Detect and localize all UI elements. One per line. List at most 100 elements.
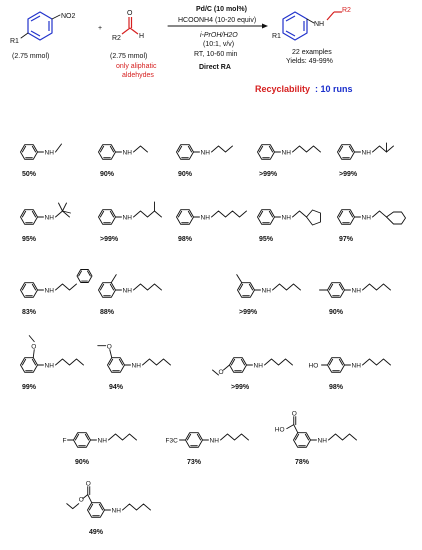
yield-label: >99% [339,171,358,178]
yield-label: 99% [22,384,37,391]
compound-8: NH 98% [176,209,247,243]
nh-label: NH [210,437,220,444]
nh-label: NH [282,149,292,156]
fluoro-label: F [63,438,67,445]
yields-range: Yields: 49-99% [286,58,333,65]
compound-10: NH 97% [337,209,406,243]
nh-label: NH [45,149,55,156]
compound-14: NH 90% [319,282,391,316]
aldehyde-oxygen: O [127,10,133,17]
yield-label: >99% [259,171,278,178]
yield-label: 78% [295,459,310,466]
compound-16: NH O 94% [97,344,171,391]
product-r2: R2 [342,7,351,14]
nh-label: NH [112,507,122,514]
reaction-arrowhead [262,23,268,29]
cf3-label: F3C [166,438,179,445]
compound-13: NH>99% [236,274,301,316]
compound-6: NH 95% [20,202,71,243]
yield-label: 49% [89,529,104,536]
recyclability-runs: : 10 runs [315,84,353,94]
acid-hydroxy: HO [275,427,285,434]
nh-label: NH [352,287,362,294]
yield-label: 90% [178,171,193,178]
compound-1: NH 50% [20,143,62,178]
compound-15: NH O 99% [20,335,84,391]
nh-label: NH [201,214,211,221]
nh-label: NH [123,214,133,221]
yield-label: 73% [187,459,202,466]
r1-label: R1 [10,38,19,45]
method-text: Direct RA [199,64,231,71]
yield-label: 90% [329,309,344,316]
nh-label: NH [123,149,133,156]
ratio-text: (10:1, v/v) [203,41,234,48]
nh-label: NH [262,287,272,294]
aldehyde-structure: O H R2 [112,10,144,42]
recyclability-label: Recyclability [255,84,310,94]
nitroarene-structure: NO2 R1 [10,11,76,45]
nh-label: NH [98,437,108,444]
compound-4: NH >99% [257,144,321,178]
yield-label: >99% [100,236,119,243]
nh-label: NH [282,214,292,221]
compound-5: NH >99% [337,142,394,178]
aldehyde-hydrogen: H [139,33,144,40]
product-structure: NH R2 R1 [272,7,351,41]
solvent-text: i-PrOH/H2O [200,32,238,39]
yield-label: 83% [22,309,37,316]
nh-label: NH [362,149,372,156]
nh-label: NH [254,362,264,369]
compound-12: NH 88% [98,274,162,316]
yield-label: 90% [75,459,90,466]
nh-label: NH [123,287,133,294]
reductant-text: HCOONH4 (10-20 equiv) [178,17,256,24]
aldehyde-note-line1: only aliphatic [116,63,157,70]
nh-label: NH [45,214,55,221]
nitro-label: NO2 [61,13,76,20]
yield-label: 95% [22,236,37,243]
ester-carbonyl-o: O [86,481,91,488]
compound-11: NH 83% [20,269,93,316]
compound-22: NH O O 49% [66,481,151,536]
acid-carbonyl-o: O [292,411,297,418]
compound-20: NH F3C 73% [166,432,249,466]
yield-label: 98% [178,236,193,243]
plus-sign: + [98,25,102,32]
nh-label: NH [132,362,142,369]
yield-label: 97% [339,236,354,243]
yield-label: 98% [329,384,344,391]
yield-label: 95% [259,236,274,243]
compound-21: NH O HO 78% [275,411,357,466]
yield-label: >99% [231,384,250,391]
aldehyde-amount: (2.75 mmol) [110,53,147,60]
nitroarene-amount: (2.75 mmol) [12,53,49,60]
compound-7: NH >99% [98,201,162,243]
nh-label: NH [318,437,328,444]
methoxy-o: O [31,344,36,351]
compound-grid: NH50%NH90%NH90%NH>99%NH>99%NH95%NH>99%NH… [20,142,406,536]
product-nh: NH [314,21,324,28]
nh-label: NH [352,362,362,369]
compound-19: NH F 90% [63,432,137,466]
ester-ether-o: O [79,497,84,504]
compound-17: NH O >99% [212,357,293,391]
yield-label: 88% [100,309,115,316]
aldehyde-note-line2: aldehydes [122,72,154,79]
r2-label: R2 [112,35,121,42]
nh-label: NH [45,287,55,294]
methoxy-o: O [107,344,112,351]
methoxy-o: O [219,369,224,376]
yield-label: 94% [109,384,124,391]
compound-9: NH 95% [257,209,321,243]
examples-count: 22 examples [292,49,332,56]
nh-label: NH [45,362,55,369]
conditions-text: RT, 10-60 min [194,51,238,58]
nh-label: NH [362,214,372,221]
product-r1: R1 [272,33,281,40]
yield-label: 50% [22,171,37,178]
